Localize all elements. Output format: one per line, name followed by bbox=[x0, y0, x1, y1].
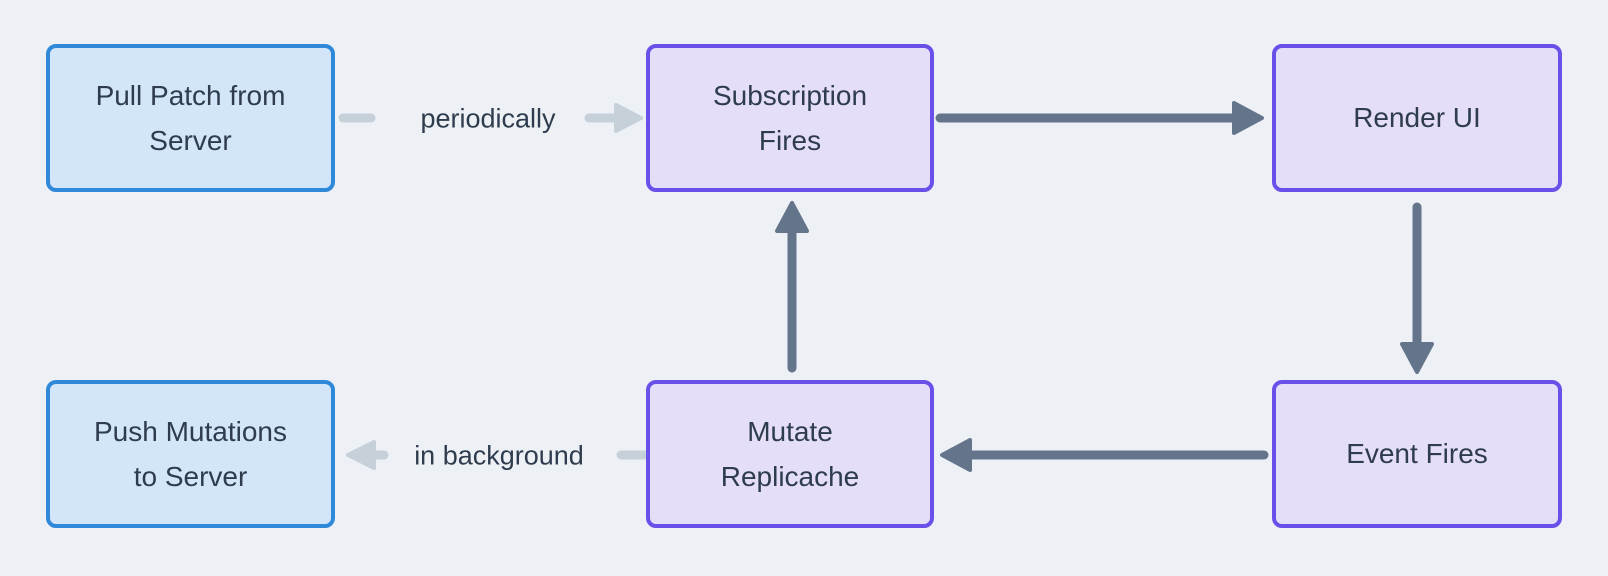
edge-event-to-mutate bbox=[940, 438, 1269, 472]
arrow-left-icon bbox=[940, 438, 972, 472]
node-label: Pull Patch from Server bbox=[95, 79, 286, 156]
edge-label-in-background: in background bbox=[414, 440, 584, 471]
node-label: Event Fires bbox=[1346, 438, 1488, 470]
node-push-mutations-to-server: Push Mutations to Server bbox=[46, 380, 335, 528]
arrow-right-icon bbox=[1232, 101, 1264, 135]
edge-mutate-to-subscription bbox=[775, 201, 809, 373]
edge-label-periodically: periodically bbox=[420, 103, 556, 134]
node-event-fires: Event Fires bbox=[1272, 380, 1562, 528]
node-subscription-fires: Subscription Fires bbox=[646, 44, 934, 192]
edge-mutate-to-push bbox=[346, 440, 651, 470]
node-label: Subscription Fires bbox=[712, 79, 868, 156]
node-label: Mutate Replicache bbox=[720, 415, 860, 492]
node-mutate-replicache: Mutate Replicache bbox=[646, 380, 934, 528]
node-render-ui: Render UI bbox=[1272, 44, 1562, 192]
node-label: Render UI bbox=[1353, 102, 1481, 134]
node-label: Push Mutations to Server bbox=[94, 415, 287, 492]
arrow-down-icon bbox=[1400, 342, 1434, 374]
edge-pull-to-subscription bbox=[338, 103, 643, 133]
node-pull-patch-from-server: Pull Patch from Server bbox=[46, 44, 335, 192]
edge-render-to-event bbox=[1400, 202, 1434, 374]
edge-subscription-to-render bbox=[935, 101, 1264, 135]
arrow-right-icon bbox=[614, 103, 643, 133]
arrow-left-icon bbox=[346, 440, 376, 470]
arrow-up-icon bbox=[775, 201, 809, 233]
